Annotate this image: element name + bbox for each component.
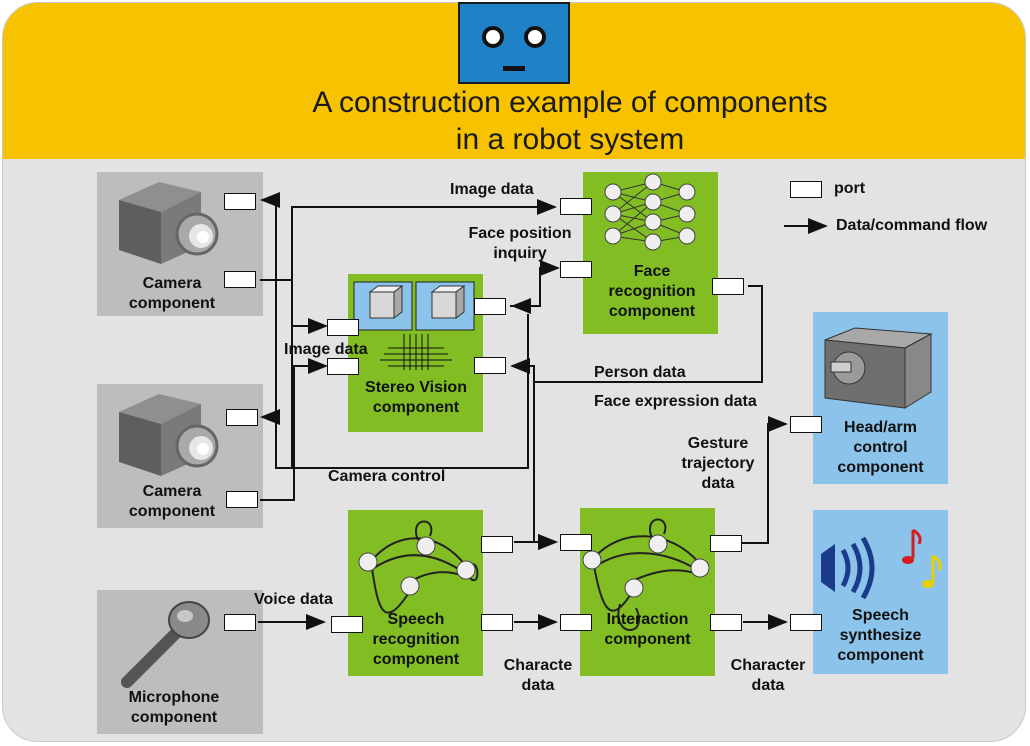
camera-component-top: [97, 172, 263, 316]
camera-bottom-label: Camera component: [128, 483, 216, 520]
port-head-arm-in: [790, 416, 822, 433]
edge-label-character-data-1: Characte data: [503, 657, 573, 694]
port-interaction-char-in: [560, 614, 592, 631]
camera-component-bottom: [97, 384, 263, 528]
speaker-music-icon: [821, 528, 942, 600]
edge-label-person-data: Person data: [594, 364, 686, 381]
port-camera-bottom-image: [226, 491, 258, 508]
edge-label-character-data-2: Character data: [730, 657, 806, 694]
port-camera-bottom-control: [226, 409, 258, 426]
port-speech-voice-in: [331, 616, 363, 633]
speech-synthesize-label: Speech synthesize component: [837, 607, 924, 664]
port-speech-synth-in: [790, 614, 822, 631]
interaction-label: Interaction component: [604, 611, 691, 648]
port-camera-top-control: [224, 193, 256, 210]
port-face-image-in: [560, 198, 592, 215]
edge-label-camera-control: Camera control: [328, 468, 446, 485]
microphone-icon: [121, 601, 210, 688]
legend-port-label: port: [834, 180, 866, 197]
port-stereo-image-in-2: [327, 358, 359, 375]
port-camera-top-image: [224, 271, 256, 288]
speech-synthesize-component: [813, 510, 948, 674]
port-stereo-image-in-1: [327, 319, 359, 336]
camera-icon: [119, 394, 219, 476]
port-interaction-gesture-out: [710, 535, 742, 552]
neural-network-icon: [604, 173, 696, 251]
port-face-inquiry: [560, 261, 592, 278]
camera-top-label: Camera component: [128, 275, 216, 312]
stereo-vision-label: Stereo Vision component: [365, 379, 467, 416]
head-arm-control-component: [813, 312, 948, 484]
port-interaction-char-out: [710, 614, 742, 631]
state-machine-icon: [358, 520, 479, 614]
edge-label-image-data-left: Image data: [284, 341, 368, 358]
interaction-component: [580, 508, 715, 676]
camera-icon: [119, 182, 219, 264]
port-stereo-person: [474, 357, 506, 374]
legend-port-swatch: [790, 181, 822, 198]
speech-recognition-component: [348, 510, 483, 676]
edge-label-voice-data: Voice data: [254, 591, 333, 608]
motor-icon: [824, 327, 933, 409]
title-line-1: A construction example of components: [312, 86, 828, 119]
diagram-title: A construction example of components in …: [240, 84, 900, 158]
speech-recognition-label: Speech recognition component: [372, 611, 460, 668]
port-speech-out-1: [481, 536, 513, 553]
port-stereo-face-inquiry: [474, 298, 506, 315]
edge-label-gesture-trajectory: Gesture trajectory data: [681, 435, 755, 492]
edge-label-image-data-top: Image data: [450, 181, 534, 198]
robot-left-eye: [482, 26, 504, 48]
edge-label-face-expression: Face expression data: [594, 393, 757, 410]
robot-face-logo: [458, 2, 570, 84]
robot-right-eye: [524, 26, 546, 48]
microphone-label: Microphone component: [128, 689, 220, 726]
face-recognition-label: Face recognition component: [608, 263, 696, 320]
port-microphone-voice: [224, 614, 256, 631]
port-face-expression-out: [712, 278, 744, 295]
robot-mouth: [503, 66, 525, 71]
legend-flow-label: Data/command flow: [836, 217, 988, 234]
head-arm-label: Head/arm control component: [837, 419, 924, 476]
state-machine-icon: [582, 518, 710, 631]
port-interaction-in-1: [560, 534, 592, 551]
edge-label-face-position-inquiry: Face position inquiry: [468, 225, 572, 262]
title-line-2: in a robot system: [455, 123, 685, 156]
port-speech-char-out: [481, 614, 513, 631]
